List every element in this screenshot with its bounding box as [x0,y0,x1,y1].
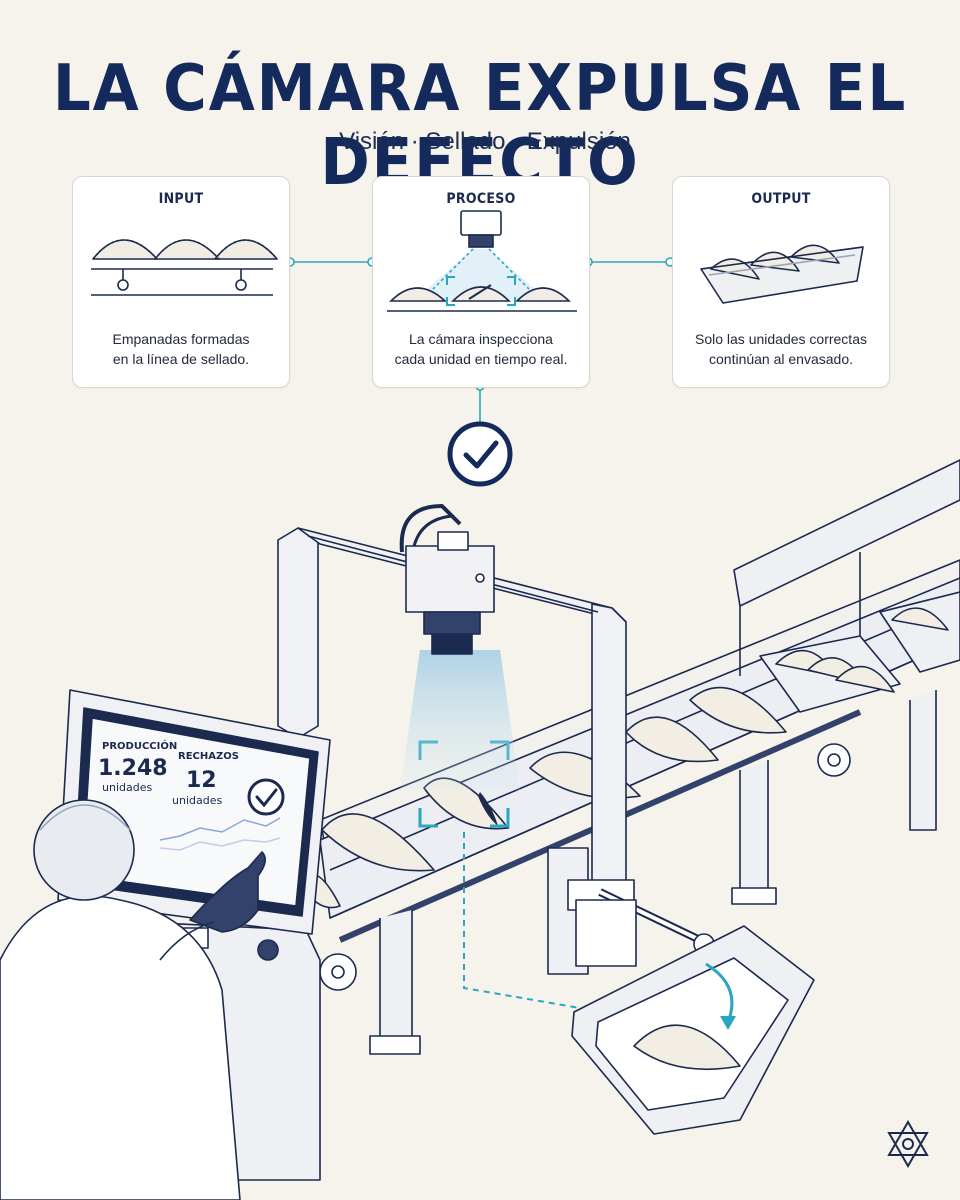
production-value: 1.248 [98,756,168,781]
camera-inspection-icon [387,210,577,312]
step-description: La cámara inspecciona cada unidad en tie… [394,331,568,367]
packaged-tray-icon [700,244,864,304]
defect-trajectory [463,832,581,1009]
step-label: OUTPUT [751,191,811,207]
defective-empanada [418,740,510,830]
step-label: PROCESO [446,191,516,207]
rejects-unit: unidades [172,794,223,807]
page-subtitle: Visión · Sellado · Expulsión [339,128,631,155]
trend-chart [159,817,281,851]
empanadas-on-belt [299,686,787,909]
production-label: PRODUCCIÓN [102,741,178,752]
rejects-label: RECHAZOS [178,751,239,762]
monitor-check-icon[interactable] [247,778,285,816]
card-connectors [285,257,675,487]
ejector-piston [547,847,715,975]
rejects-value: 12 [186,768,217,793]
conveyor-belt [319,559,960,1055]
step-label: INPUT [158,191,204,207]
step-card-input: INPUT Empanadas formadas en la línea de … [72,176,290,388]
step-card-output: OUTPUT Solo las unidades correctas conti… [672,176,890,388]
camera-gantry [277,527,627,933]
page-title: LA CÁMARA EXPULSA EL DEFECTO [52,52,908,200]
step-card-process: PROCESO La cámara inspecciona cada unida… [372,176,590,388]
empanadas-conveyor-icon [91,239,278,296]
brand-logo-icon [887,1119,929,1169]
vision-camera [399,504,520,790]
step-description: Empanadas formadas en la línea de sellad… [112,331,250,367]
step-description: Solo las unidades correctas continúan al… [695,331,867,367]
check-circle-icon [447,421,513,487]
operator [0,799,266,1200]
production-unit: unidades [102,781,153,794]
reject-bin [571,925,815,1135]
